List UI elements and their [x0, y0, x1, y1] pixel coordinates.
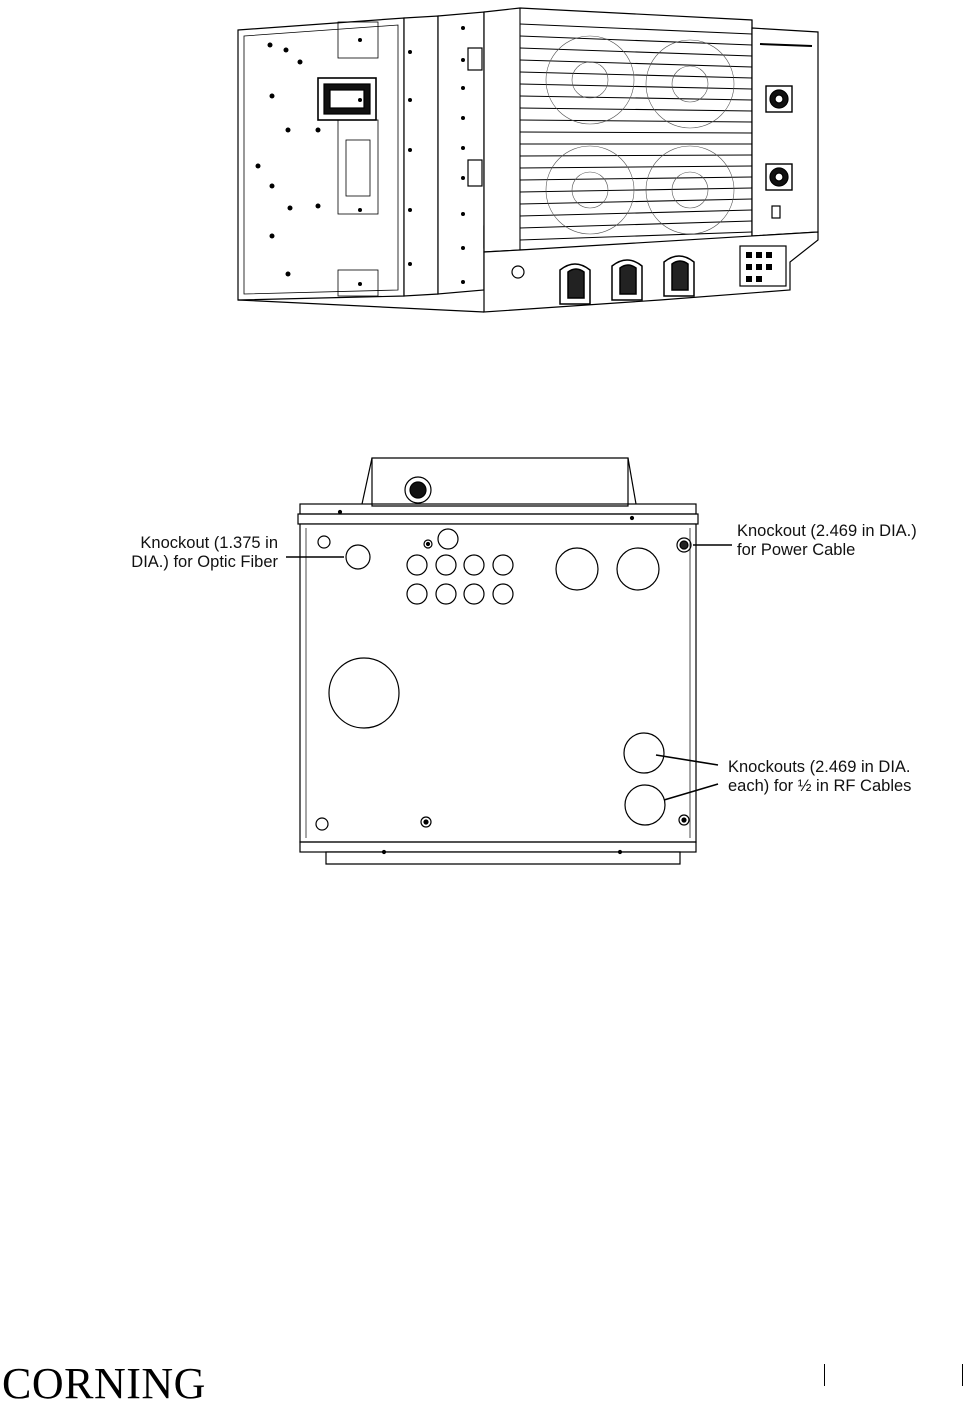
bottom-plate — [300, 524, 696, 842]
callout-line: Knockouts (2.469 in DIA. — [728, 758, 911, 777]
callout-line: DIA.) for Optic Fiber — [131, 553, 278, 572]
footer-divider — [962, 1364, 963, 1386]
callout-line: each) for ½ in RF Cables — [728, 777, 911, 796]
callout-line: for Power Cable — [737, 541, 917, 560]
corning-logo: CORNING — [2, 1360, 206, 1408]
footer-divider — [824, 1364, 825, 1386]
optic-fiber-callout: Knockout (1.375 in DIA.) for Optic Fiber — [131, 534, 278, 572]
rf-cables-callout: Knockouts (2.469 in DIA. each) for ½ in … — [728, 758, 911, 796]
callout-line: Knockout (2.469 in DIA.) — [737, 522, 917, 541]
callout-line: Knockout (1.375 in — [131, 534, 278, 553]
power-cable-callout: Knockout (2.469 in DIA.) for Power Cable — [737, 522, 917, 560]
